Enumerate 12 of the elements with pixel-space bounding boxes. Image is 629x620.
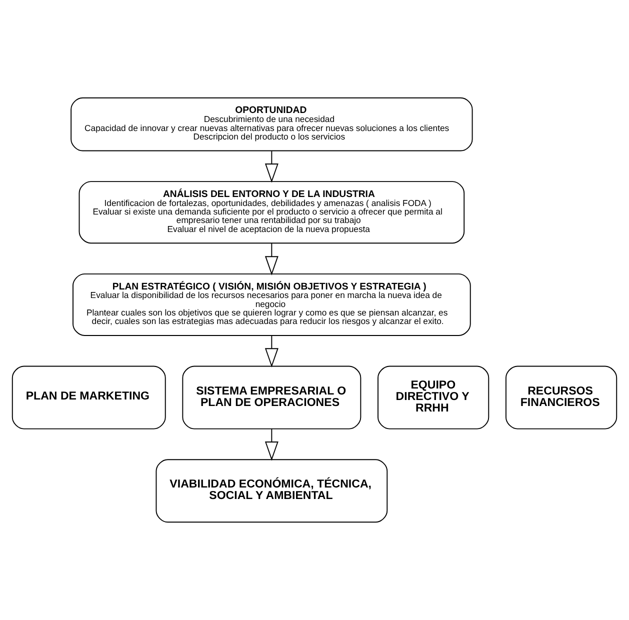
arrow — [264, 242, 278, 276]
node-box: PLAN DE MARKETING — [12, 366, 166, 430]
arrow — [264, 428, 278, 461]
node-box: ANÁLISIS DEL ENTORNO Y DE LA INDUSTRIA Identificacion de fortalezas, oportunidades, debilidades y amenazas ( analisis FODA ) Evaluar si existe una demanda suficiente por el producto o servicio a ofrecer que permita al empresario tener una rentabilidad por su trabajo Evaluar el nivel de aceptacion de la nueva propuesta — [78, 181, 465, 244]
node-box: OPORTUNIDAD Descubrimiento de una necesidad Capacidad de innovar y crear nuevas alternativas para ofrecer nuevas soluciones a los clientes Descripcion del producto o los servicios — [70, 97, 473, 152]
arrow — [264, 150, 278, 183]
node-box: SISTEMA EMPRESARIAL O PLAN DE OPERACIONES — [182, 366, 362, 430]
node-box: EQUIPO DIRECTIVO Y RRHH — [378, 366, 490, 430]
node-box: PLAN ESTRATÉGICO ( VISIÓN, MISIÓN OBJETIVOS Y ESTRATEGIA ) Evaluar la disponibilidad de los recursos necesarios para poner en marcha la nueva idea de negocio Plantear cuales son los objetivos que se quieren lograr y como es que se piensan alcanzar, es decir, cuales son las estrategias mas adecuadas para reducir los riesgos y alcanzar el exito. — [72, 273, 471, 336]
node-box: VIABILIDAD ECONÓMICA, TÉCNICA, SOCIAL Y AMBIENTAL — [156, 459, 388, 523]
arrow — [264, 335, 278, 368]
node-box: RECURSOS FINANCIEROS — [505, 366, 618, 430]
